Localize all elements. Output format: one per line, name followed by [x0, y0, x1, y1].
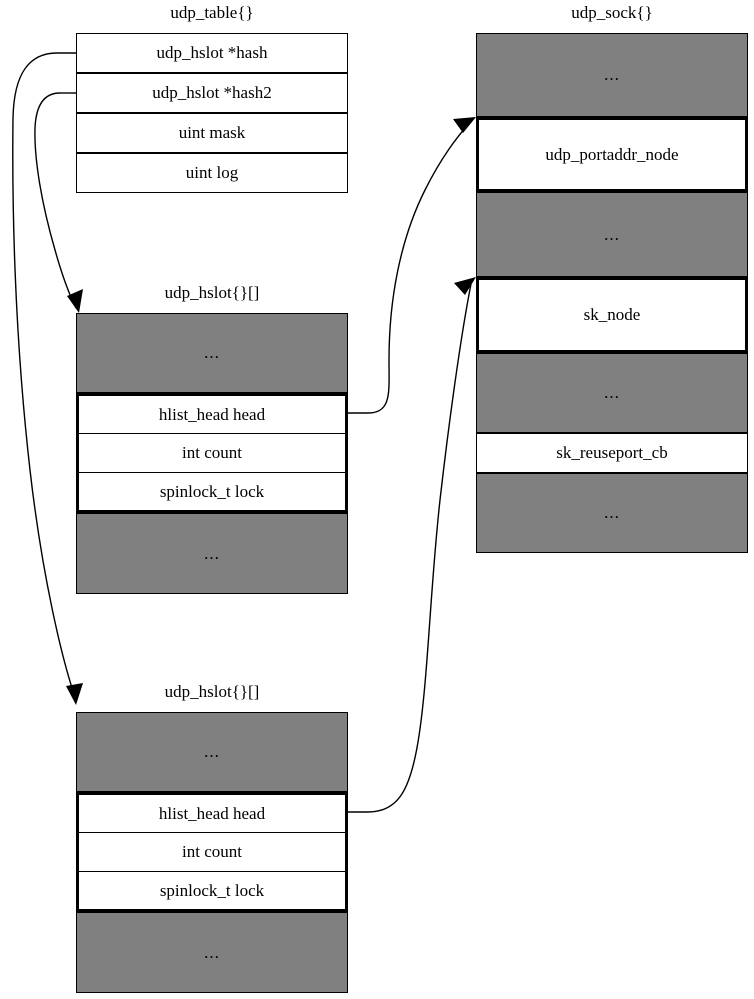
udp-table-field-log: uint log: [76, 153, 348, 193]
udp-sock-field-label-wrap: sk_node: [479, 280, 745, 350]
udp-sock-row-ellipsis-2: ...: [476, 192, 748, 277]
udp-sock-row-sk-reuseport-cb: sk_reuseport_cb: [476, 433, 748, 473]
link-hslot1-head-to-udp-portaddr-node: [348, 117, 476, 414]
ellipsis-label: ...: [204, 742, 220, 761]
field-label: udp_portaddr_node: [545, 144, 679, 164]
udp-table-title: udp_table{}: [170, 3, 254, 22]
field-label: int count: [182, 443, 242, 462]
udp-hslot-2-field-count: int count: [79, 832, 345, 871]
udp-table-field-hash: udp_hslot *hash: [76, 33, 348, 73]
udp-hslot-1-field-lock: spinlock_t lock: [79, 472, 345, 510]
udp-sock-row-ellipsis-4: ...: [476, 473, 748, 553]
udp-hslot-1-bottom-ellipsis: ...: [76, 513, 348, 594]
field-label: hlist_head head: [158, 803, 266, 823]
field-label: int count: [182, 842, 242, 861]
udp-hslot-1-field-head: hlist_head head: [79, 396, 345, 433]
field-label: sk_reuseport_cb: [556, 443, 668, 462]
udp-hslot-2-title: udp_hslot{}[]: [164, 682, 260, 701]
udp-sock-row-ellipsis-1: ...: [476, 33, 748, 117]
ellipsis-label: ...: [204, 942, 220, 962]
field-label: uint log: [185, 163, 239, 182]
udp-sock-row-sk-node: sk_node: [476, 277, 748, 353]
field-label: udp_hslot *hash2: [152, 83, 272, 102]
udp-hslot-2-field-lock: spinlock_t lock: [79, 871, 345, 909]
field-label: spinlock_t lock: [159, 481, 265, 501]
udp-sock-row-udp-portaddr-node: udp_portaddr_node: [476, 117, 748, 192]
udp-hslot-1-highlight-group: hlist_head head int count spinlock_t loc…: [76, 393, 348, 513]
udp-sock-title: udp_sock{}: [571, 3, 653, 22]
udp-table-field-hash2: udp_hslot *hash2: [76, 73, 348, 113]
udp-hslot-2-field-head: hlist_head head: [79, 795, 345, 832]
ellipsis-label: ...: [204, 543, 220, 563]
udp-hslot-1-top-ellipsis: ...: [76, 313, 348, 393]
ellipsis-label: ...: [604, 65, 620, 84]
field-label: sk_node: [583, 305, 641, 324]
udp-hslot-2-highlight-group: hlist_head head int count spinlock_t loc…: [76, 792, 348, 912]
field-label: udp_hslot *hash: [156, 43, 268, 62]
field-label: spinlock_t lock: [159, 880, 265, 900]
udp-hslot-2-bottom-ellipsis: ...: [76, 912, 348, 993]
ellipsis-label: ...: [204, 343, 220, 362]
udp-table-field-mask: uint mask: [76, 113, 348, 153]
udp-hslot-2-top-ellipsis: ...: [76, 712, 348, 792]
field-label: uint mask: [178, 123, 246, 142]
ellipsis-label: ...: [604, 224, 620, 244]
ellipsis-label: ...: [604, 503, 620, 522]
udp-hslot-1-field-count: int count: [79, 433, 345, 472]
link-hslot2-head-to-sk-node: [348, 277, 476, 813]
udp-sock-row-ellipsis-3: ...: [476, 353, 748, 433]
udp-sock-field-label-wrap: udp_portaddr_node: [479, 120, 745, 189]
field-label: hlist_head head: [158, 404, 266, 424]
udp-hslot-1-title: udp_hslot{}[]: [164, 283, 260, 302]
link-hash-to-hslot2: [12, 52, 83, 705]
ellipsis-label: ...: [604, 383, 620, 402]
